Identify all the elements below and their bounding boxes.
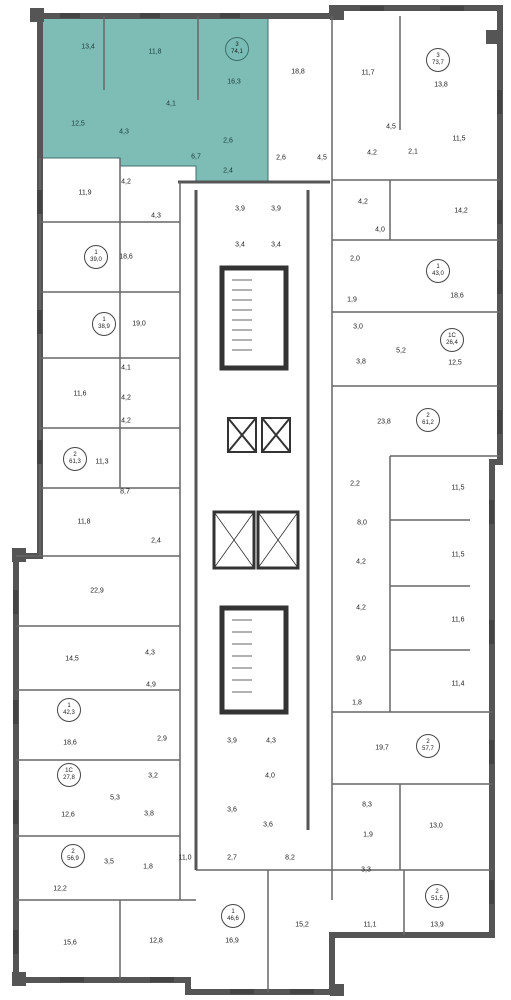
selected-apartment-fill[interactable] (39, 15, 269, 183)
building-outline (13, 5, 503, 995)
window-marks (13, 6, 502, 994)
corridor-walls (178, 180, 330, 870)
stair-core-bottom (219, 605, 289, 715)
right-partitions (196, 16, 500, 992)
elevator-block-top (227, 417, 291, 453)
stair-core-top (219, 265, 289, 371)
left-partitions (16, 16, 199, 980)
elevator-block-bottom (212, 510, 300, 570)
structural-columns (12, 6, 500, 996)
